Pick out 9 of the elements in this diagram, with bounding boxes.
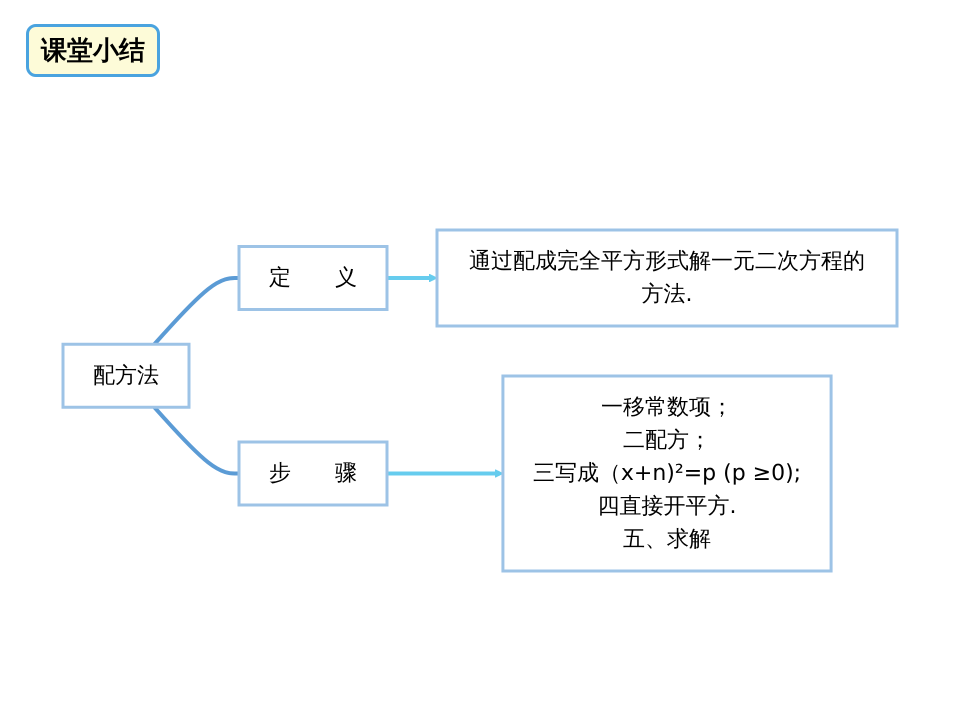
title: 课堂小结 [26,24,160,77]
node-box: 配方法 [62,342,190,408]
arrow [387,273,438,282]
node-box: 通过配成完全平方形式解一元二次方程的方法. [436,228,898,327]
node-box: 定 义 [238,244,388,310]
node-box: 一移常数项； 二配方； 三写成（x+n)²=p (p ≥0); 四直接开平方. 五、求解 [501,374,833,572]
connector [152,276,239,346]
node-box: 步 骤 [238,440,388,506]
arrow [387,468,504,478]
